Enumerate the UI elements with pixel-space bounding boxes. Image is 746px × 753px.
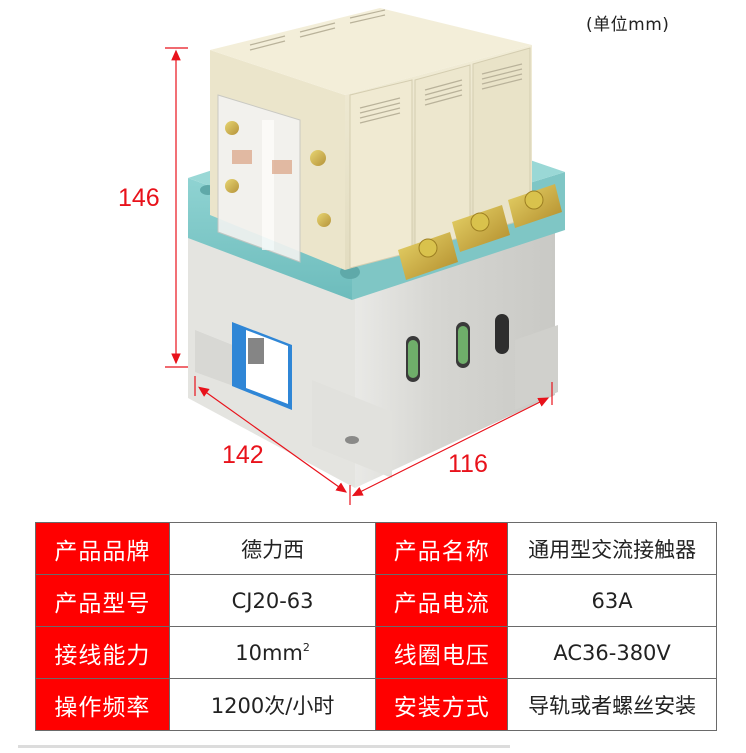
- spec-value-current: 63A: [507, 574, 717, 627]
- auxiliary-contact-block: [217, 94, 331, 263]
- spec-key-brand: 产品品牌: [35, 522, 170, 575]
- spec-key-current: 产品电流: [375, 574, 509, 627]
- squared-superscript: 2: [302, 640, 310, 654]
- spec-key-installation: 安装方式: [375, 678, 509, 731]
- spec-key-model: 产品型号: [35, 574, 170, 627]
- spec-key-wiring-capacity: 接线能力: [35, 626, 170, 679]
- table-row: 接线能力 10mm2 线圈电压 AC36-380V: [35, 626, 717, 679]
- spec-value-product-name: 通用型交流接触器: [507, 522, 717, 575]
- table-row: 产品型号 CJ20-63 产品电流 63A: [35, 574, 717, 627]
- spec-key-product-name: 产品名称: [375, 522, 509, 575]
- power-terminals: [398, 184, 562, 280]
- wiring-capacity-value: 10mm: [235, 640, 303, 665]
- depth-dimension-label: 142: [222, 441, 264, 469]
- contactor-illustration: [165, 8, 565, 505]
- spec-value-coil-voltage: AC36-380V: [507, 626, 717, 679]
- spec-value-model: CJ20-63: [168, 574, 377, 627]
- table-row: 产品品牌 德力西 产品名称 通用型交流接触器: [35, 522, 717, 575]
- width-dimension-label: 116: [448, 450, 488, 478]
- unit-note: (单位mm): [586, 15, 670, 35]
- dimension-lines: [165, 47, 553, 505]
- spec-value-wiring-capacity: 10mm2: [168, 626, 377, 679]
- spec-value-installation: 导轨或者螺丝安装: [507, 678, 717, 731]
- bottom-divider: [18, 745, 510, 748]
- spec-key-operating-frequency: 操作频率: [35, 678, 170, 731]
- spec-value-brand: 德力西: [168, 522, 377, 575]
- height-dimension-label: 146: [118, 184, 160, 212]
- table-row: 操作频率 1200次/小时 安装方式 导轨或者螺丝安装: [35, 678, 717, 731]
- spec-value-operating-frequency: 1200次/小时: [168, 678, 377, 731]
- spec-table: 产品品牌 德力西 产品名称 通用型交流接触器 产品型号 CJ20-63 产品电流…: [35, 522, 717, 731]
- spec-key-coil-voltage: 线圈电压: [375, 626, 509, 679]
- product-image: 146 142 116: [118, 8, 565, 505]
